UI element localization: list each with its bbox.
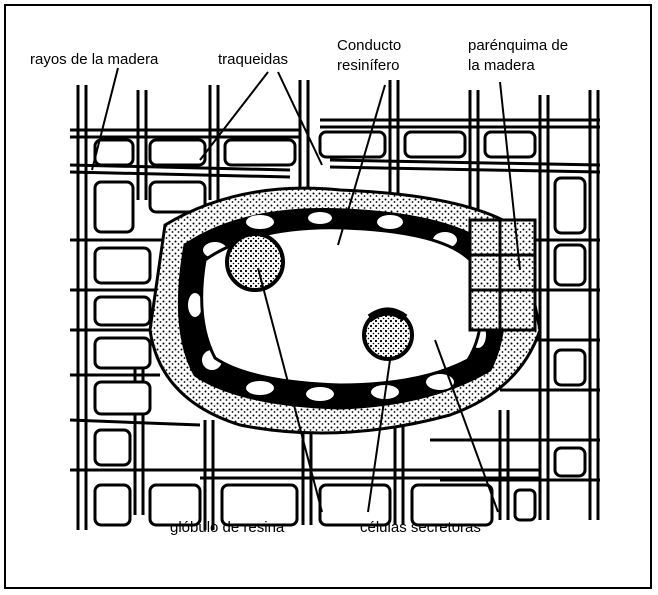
parenchyma-block-right (468, 218, 537, 332)
label-resin-duct-line2: resinífero (337, 57, 400, 74)
label-wood-parenchyma-line1: parénquima de (468, 37, 569, 54)
label-resin-duct: Conducto resinífero (337, 36, 401, 76)
label-wood-parenchyma: parénquima de la madera (468, 36, 568, 76)
label-wood-parenchyma-line2: la madera (468, 57, 535, 74)
tracheid-cells (93, 130, 587, 527)
resin-globule-large (225, 232, 285, 292)
label-wood-rays: rayos de la madera (30, 51, 159, 68)
wood-tissue-grid (69, 80, 601, 530)
label-tracheids: traqueidas (218, 51, 289, 68)
label-secretory-cells: células secretoras (360, 519, 481, 536)
leader-lines (91, 67, 521, 513)
label-resin-duct-line1: Conducto (337, 37, 402, 54)
label-resin-globule: glóbulo de resina (170, 519, 285, 536)
